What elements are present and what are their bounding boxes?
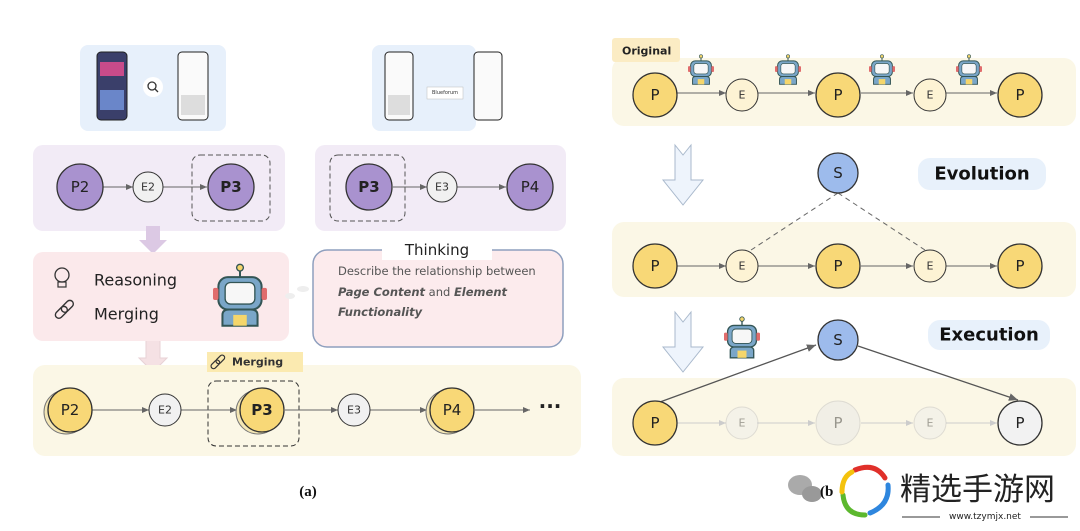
wechat-icon: [788, 475, 822, 502]
svg-text:P3: P3: [251, 401, 272, 419]
node-p2: P2: [56, 163, 104, 211]
execution-pill: [928, 320, 1050, 350]
evolution-pill: [918, 158, 1046, 190]
node-shortcut: S: [817, 319, 859, 361]
node-page: P: [997, 243, 1043, 289]
thinking-title: Thinking: [404, 241, 469, 259]
node-p2: P2: [43, 387, 93, 435]
node-e2: E2: [132, 171, 164, 203]
watermark-url: www.tzymjx.net: [949, 512, 1021, 522]
merging-label: Merging: [94, 305, 159, 324]
svg-text:P4: P4: [521, 178, 540, 196]
svg-text:P: P: [650, 257, 659, 275]
svg-text:P: P: [1015, 86, 1024, 104]
node-element-faded: E: [725, 406, 759, 440]
reasoning-label: Reasoning: [94, 271, 177, 290]
link-icon: [210, 354, 226, 370]
link-icon: [54, 299, 75, 320]
node-page: P: [997, 400, 1043, 446]
svg-text:E: E: [739, 89, 746, 102]
node-p3: P3: [235, 387, 285, 435]
svg-text:P: P: [833, 86, 842, 104]
watermark-title: 精选手游网: [900, 472, 1055, 508]
svg-text:E: E: [927, 260, 934, 273]
robot-icon: [723, 316, 761, 359]
node-e2: E2: [148, 393, 182, 427]
node-page: P: [632, 400, 678, 446]
svg-text:P: P: [833, 257, 842, 275]
svg-text:E: E: [739, 417, 746, 430]
node-p3: P3: [207, 163, 255, 211]
node-page: P: [997, 72, 1043, 118]
node-page: P: [815, 243, 861, 289]
svg-text:E3: E3: [435, 181, 449, 194]
node-page: P: [632, 243, 678, 289]
search-icon: [143, 77, 163, 97]
node-p4: P4: [506, 163, 554, 211]
thinking-text: Functionality: [338, 305, 423, 319]
svg-text:E2: E2: [141, 181, 155, 194]
execution-chain-box: [612, 378, 1076, 456]
merging-tag-label: Merging: [232, 356, 283, 369]
screenshot-box-right: Blueforum: [372, 45, 503, 131]
svg-text:P2: P2: [61, 401, 80, 419]
highlight-box: [191, 154, 271, 222]
merging-tag: [207, 352, 303, 372]
thinking-text: Page Content and Element: [338, 285, 508, 299]
svg-text:E2: E2: [158, 404, 172, 417]
node-element: E: [725, 249, 759, 283]
node-page: P: [632, 72, 678, 118]
node-shortcut: S: [817, 152, 859, 194]
node-element: E: [725, 78, 759, 112]
thought-bubble: [285, 293, 295, 299]
svg-text:P: P: [1015, 414, 1024, 432]
svg-text:P: P: [650, 86, 659, 104]
node-p4: P4: [425, 387, 475, 435]
node-e3: E3: [426, 171, 458, 203]
node-page: P: [815, 72, 861, 118]
caption-a: (a): [299, 484, 317, 500]
svg-text:P2: P2: [71, 178, 90, 196]
svg-text:E: E: [927, 89, 934, 102]
highlight-box: [207, 380, 300, 447]
svg-text:P: P: [1015, 257, 1024, 275]
svg-text:P: P: [650, 414, 659, 432]
original-tag: [612, 38, 680, 62]
svg-text:E: E: [927, 417, 934, 430]
svg-text:P: P: [833, 414, 842, 432]
node-element: E: [913, 249, 947, 283]
original-label: Original: [622, 45, 671, 58]
svg-text:P4: P4: [443, 401, 462, 419]
svg-text:S: S: [833, 331, 843, 349]
screenshot-box-left: [80, 45, 226, 131]
svg-text:P3: P3: [358, 178, 379, 196]
svg-text:P3: P3: [220, 178, 241, 196]
caption-b: (b: [820, 484, 833, 500]
svg-text:E3: E3: [347, 404, 361, 417]
node-element-faded: E: [913, 406, 947, 440]
down-arrow: [139, 226, 167, 254]
evolution-label: Evolution: [934, 164, 1029, 185]
ellipsis: ···: [539, 394, 562, 418]
lightbulb-icon: [54, 267, 70, 288]
node-p3: P3: [345, 163, 393, 211]
thought-bubble: [297, 286, 309, 292]
highlight-box: [329, 154, 406, 222]
node-page-faded: P: [815, 400, 861, 446]
node-e3: E3: [337, 393, 371, 427]
svg-text:E: E: [739, 260, 746, 273]
down-arrow: [661, 310, 705, 373]
screenshot-text: Blueforum: [432, 90, 458, 96]
execution-label: Execution: [939, 325, 1039, 346]
svg-text:S: S: [833, 164, 843, 182]
thinking-text: Describe the relationship between: [338, 264, 536, 278]
down-arrow: [661, 143, 705, 206]
node-element: E: [913, 78, 947, 112]
watermark-logo: [839, 464, 891, 518]
